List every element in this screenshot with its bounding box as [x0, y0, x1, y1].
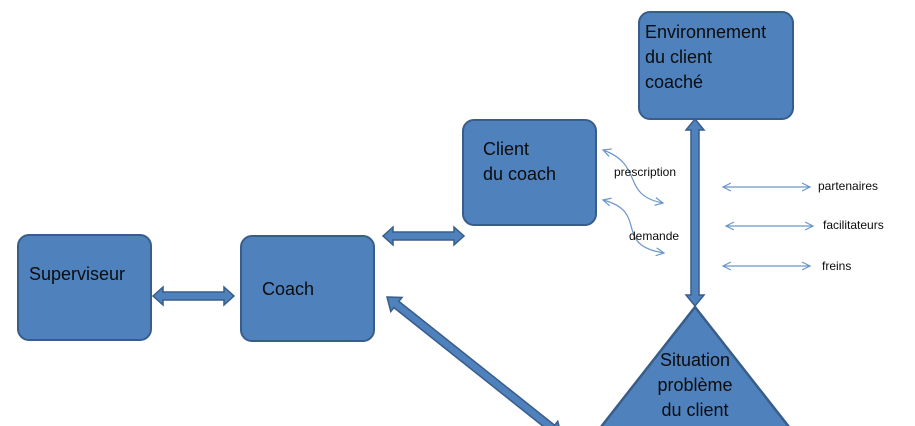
- arrow-environnement-situation: [684, 117, 706, 308]
- arrow-coach-client: [381, 225, 466, 247]
- client-label: Client du coach: [483, 139, 557, 184]
- arrow-superviseur-coach: [151, 285, 236, 307]
- situation-triangle: [600, 304, 790, 426]
- label-facilitateurs: facilitateurs: [823, 218, 884, 232]
- arrow-coach-situation: [386, 296, 563, 426]
- environnement-label: Environnement du client coaché: [645, 22, 767, 92]
- coach-label: Coach: [262, 279, 315, 299]
- coach-box: Coach: [240, 235, 375, 342]
- superviseur-label: Superviseur: [29, 264, 126, 284]
- superviseur-box: Superviseur: [17, 234, 152, 341]
- environnement-box: Environnement du client coaché: [638, 11, 794, 120]
- label-freins: freins: [822, 259, 852, 273]
- label-demande: demande: [629, 229, 680, 243]
- label-prescription: prescription: [614, 165, 677, 179]
- curved-arrow-demande: [603, 200, 664, 253]
- situation-label: Situation problème du client: [657, 350, 733, 420]
- client-box: Client du coach: [462, 119, 597, 226]
- label-partenaires: partenaires: [818, 179, 879, 193]
